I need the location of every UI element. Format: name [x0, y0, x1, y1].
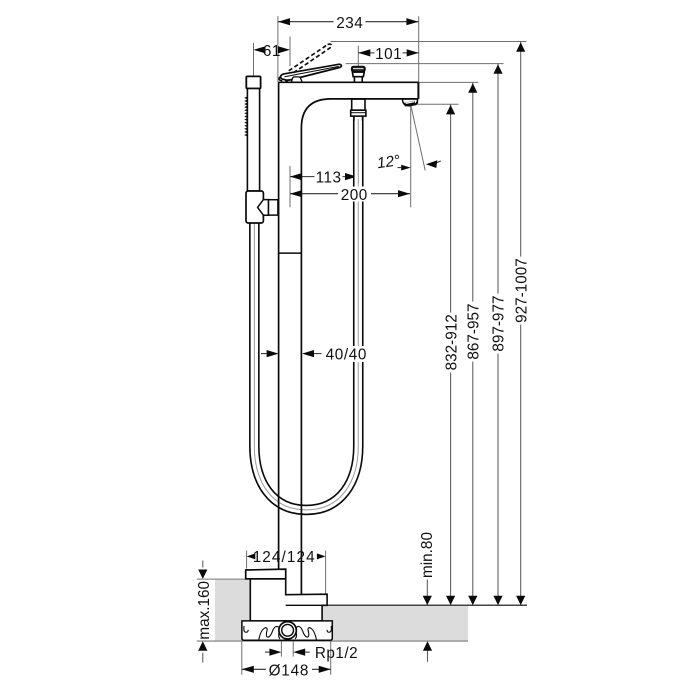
- svg-text:Ø148: Ø148: [269, 662, 310, 679]
- svg-text:101: 101: [375, 46, 402, 63]
- svg-text:min.80: min.80: [419, 532, 436, 578]
- svg-text:40/40: 40/40: [326, 347, 367, 364]
- svg-text:897-977: 897-977: [491, 296, 508, 352]
- svg-text:max.160: max.160: [196, 581, 213, 640]
- svg-text:113: 113: [316, 170, 342, 187]
- svg-text:12°: 12°: [376, 152, 401, 172]
- svg-text:Rp1/2: Rp1/2: [315, 645, 358, 662]
- svg-text:200: 200: [341, 187, 368, 204]
- svg-text:867-957: 867-957: [465, 304, 482, 360]
- svg-text:927-1007: 927-1007: [513, 258, 530, 323]
- svg-text:832-912: 832-912: [443, 314, 460, 370]
- svg-text:234: 234: [336, 15, 363, 32]
- svg-text:61: 61: [263, 43, 281, 60]
- svg-text:124/124: 124/124: [253, 549, 316, 566]
